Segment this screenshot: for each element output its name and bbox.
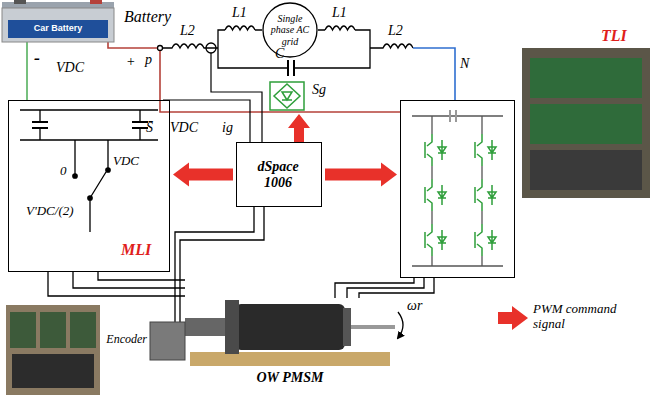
neutral-wire [413,48,455,100]
rotation-arrow [398,312,403,338]
node-name: p [145,52,152,68]
component-label: Battery [124,8,171,26]
tli-inverter-box: TLI [400,100,515,278]
ac-grid-circle: Single phase AC grid [262,2,318,58]
signal-name: Sg [312,82,326,98]
speed-label: ωr [407,298,422,314]
phase-cable [335,278,434,298]
level-label: V'DC/(2) [26,204,74,219]
component-name: L2 [180,23,195,39]
battery-image: Car BatteryBattery [2,2,114,42]
terminal-dot [158,46,163,51]
inductor-symbol [325,26,355,30]
component-name: L2 [388,23,403,39]
phase-cable [48,272,185,296]
grid-label: Single phase AC grid [267,13,313,48]
pwm-command-arrow [173,163,233,187]
node-name: N [460,56,469,72]
battery-image-shape [2,2,114,42]
sense-wire [163,53,262,142]
inverter-label: TLI [601,27,627,45]
level-label: 0 [60,164,67,179]
signal-name: ig [222,120,233,136]
mli-circuit [20,110,158,232]
inductor-symbol [160,44,218,48]
signal-name: VDC [56,60,84,76]
mli-inverter-box: MLI [8,100,170,272]
component-name: L1 [232,5,247,21]
inductor-symbol [370,44,413,48]
motor-label: OW PMSM [185,370,395,386]
controller-box: dSpace 1006 [236,142,322,207]
polarity-sign: - [34,48,40,69]
current-sensor [206,43,216,53]
phase-wire [108,42,400,112]
component-name: C [275,46,284,62]
component-name: L1 [332,5,347,21]
pwm-arrow [288,114,310,142]
legend-arrow [498,306,528,330]
signal-name: S̄ [146,120,153,136]
inductor-symbol [225,26,255,30]
pwm-command-arrow [325,163,397,187]
mli-photo [6,305,100,395]
controller-label: dSpace 1006 [247,159,309,191]
level-label: VDC [113,154,139,169]
legend-text: PWM command signal [533,302,645,332]
capacitor-symbol [288,60,294,76]
encoder-box-shape [150,322,185,360]
battery-brand: Car Battery [10,23,106,33]
motor-picture: OW PMSM [185,298,395,368]
tli-photo [522,48,650,198]
signal-name: VDC [170,120,198,136]
polarity-sign: + [126,54,135,70]
tli-circuit [412,110,503,266]
grid-switch-symbol [270,82,304,110]
encoder-box: Encoder [150,322,185,360]
inverter-label: MLI [121,241,151,259]
motor-picture-shape [185,298,395,368]
battery-wire [26,42,27,100]
encoder-label: Encoder [95,333,147,347]
